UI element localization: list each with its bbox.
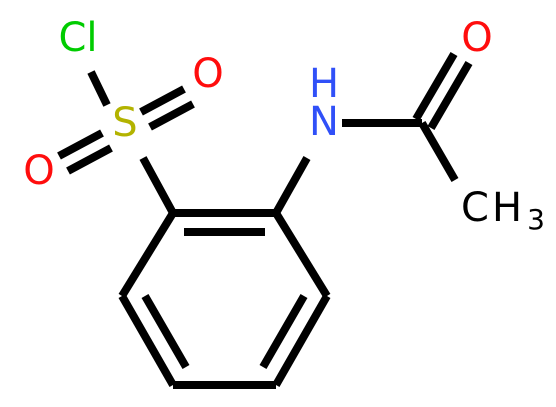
atom-labels: Cl S O O N H O C H 3: [23, 15, 545, 236]
ring-bond-c6-c1: [118, 210, 177, 299]
methyl-hydrogen-label: H: [492, 185, 522, 231]
sulfonyl-oxygen-right-label: O: [192, 51, 223, 97]
bonds: [57, 51, 473, 389]
carbonyl-oxygen-label: O: [461, 15, 492, 61]
ring-bond-c5-c6: [118, 294, 177, 387]
sulfur-label: S: [112, 100, 137, 146]
bond-sulfur-oxygen-right-b: [148, 100, 195, 131]
methyl-subscript-label: 3: [527, 203, 545, 236]
bond-carbonyl-to-methyl: [418, 120, 459, 183]
bond-carbonyl-double-a: [412, 51, 458, 122]
bond-sulfur-oxygen-left-a: [57, 129, 104, 160]
bond-sulfur-oxygen-left-b: [66, 144, 113, 175]
sulfonyl-oxygen-left-label: O: [23, 148, 54, 194]
bond-sulfur-to-chlorine: [87, 70, 111, 107]
ring-inner-double-left: [141, 293, 190, 370]
bond-sulfur-oxygen-right-a: [139, 85, 186, 116]
ring-bond-c2-c3: [272, 210, 331, 299]
ring-inner-double-right: [259, 293, 308, 370]
ring-bond-c3-c4: [272, 294, 331, 387]
bond-ring-to-sulfur: [139, 156, 177, 215]
bond-ring-to-nitrogen: [272, 156, 311, 215]
hydrogen-label: H: [309, 61, 339, 107]
bond-carbonyl-double-b: [427, 60, 473, 131]
methyl-carbon-label: C: [461, 185, 489, 231]
chlorine-label: Cl: [58, 15, 97, 61]
nitrogen-label: N: [309, 99, 339, 145]
